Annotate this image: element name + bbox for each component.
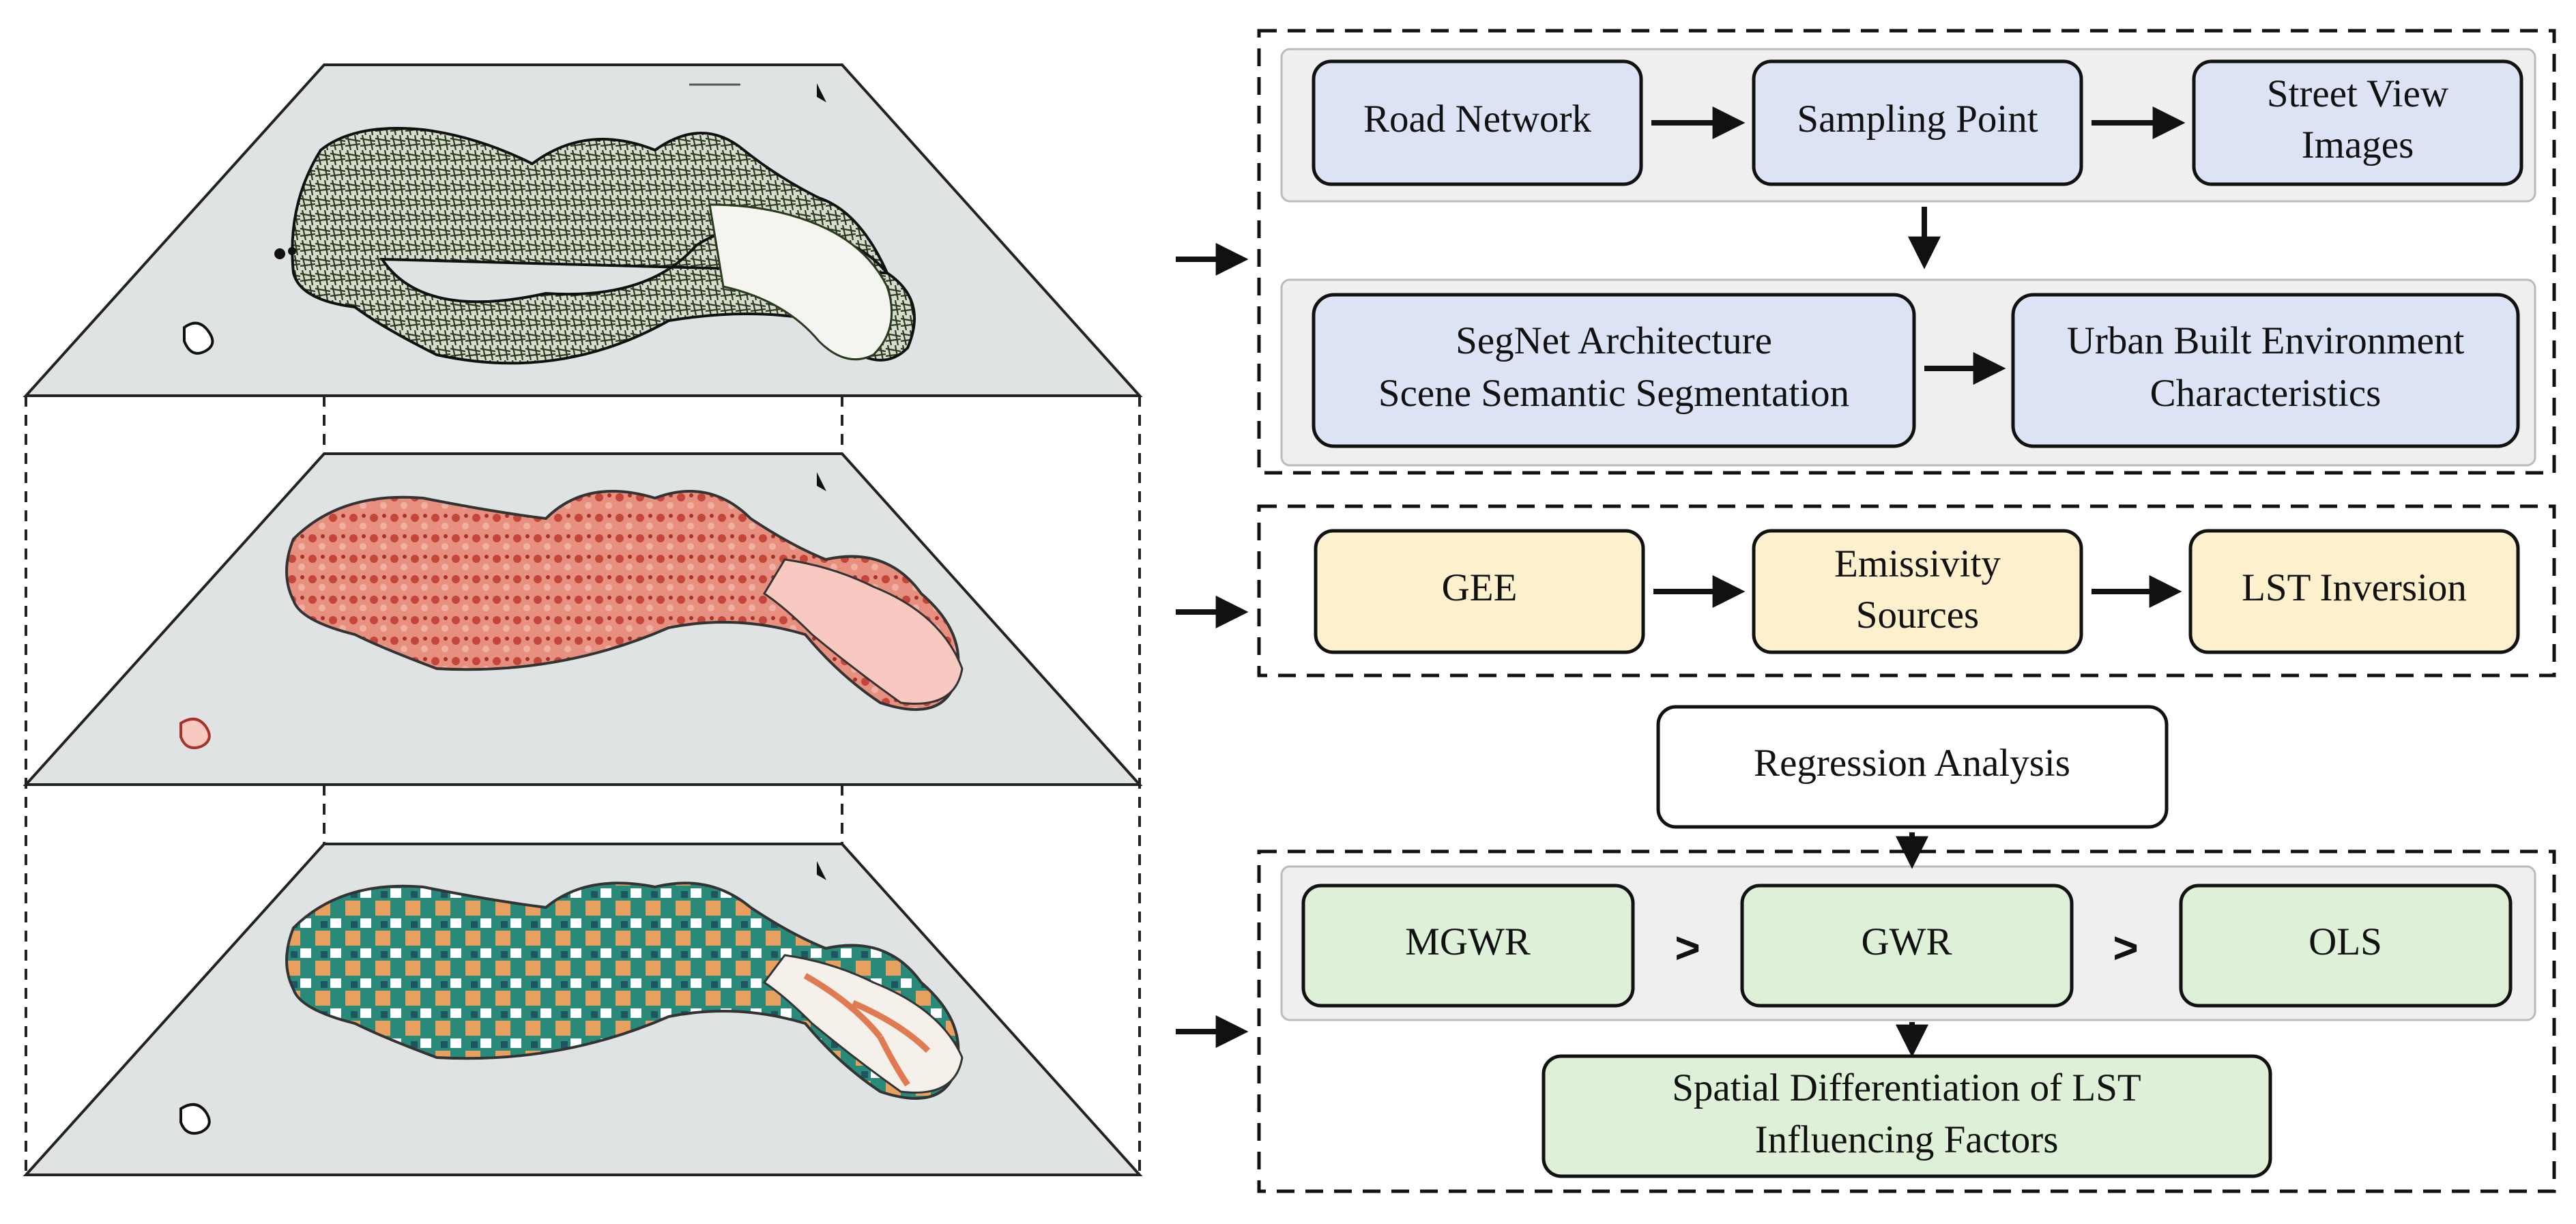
spatial-diff-label-2: Influencing Factors	[1755, 1118, 2059, 1161]
comparator-1: >	[1675, 923, 1700, 972]
mgwr-node: MGWR	[1301, 884, 1635, 1008]
svg-text:Sampling Point: Sampling Point	[1797, 98, 2038, 141]
svg-text:MGWR: MGWR	[1405, 920, 1531, 963]
svg-text:GWR: GWR	[1862, 920, 1952, 963]
sampling-point-node: Sampling Point	[1752, 59, 2083, 186]
road-network-node: Road Network	[1312, 59, 1643, 186]
street-view-label-1: Street View	[2267, 72, 2448, 115]
urban-env-label-1: Urban Built Environment	[2067, 319, 2465, 362]
segnet-label-2: Scene Semantic Segmentation	[1378, 372, 1849, 415]
lst-inversion-label: LST Inversion	[2242, 566, 2467, 609]
svg-text:>: >	[1675, 923, 1700, 972]
svg-text:GEE: GEE	[1442, 566, 1518, 609]
road-network-layer	[23, 63, 1143, 397]
gwr-label: GWR	[1862, 920, 1952, 963]
gwr-node: GWR	[1740, 884, 2074, 1008]
spatial-diff-label-1: Spatial Differentiation of LST	[1672, 1066, 2141, 1109]
segnet-label-1: SegNet Architecture	[1456, 319, 1772, 362]
lst-heat-layer	[23, 452, 1143, 786]
ols-label: OLS	[2309, 920, 2382, 963]
svg-text:Spatial Differentiation of LST: Spatial Differentiation of LST Influencin…	[1672, 1066, 2141, 1161]
cluster-layer	[23, 843, 1143, 1176]
svg-text:OLS: OLS	[2309, 920, 2382, 963]
street-view-label-2: Images	[2302, 123, 2414, 166]
comparator-2: >	[2113, 923, 2138, 972]
emissivity-label-2: Sources	[1856, 594, 1979, 637]
urban-env-label-2: Characteristics	[2150, 372, 2382, 415]
spatial-diff-node: Spatial Differentiation of LST Influencin…	[1542, 1054, 2272, 1178]
sampling-point-label: Sampling Point	[1797, 98, 2038, 141]
lst-group	[1257, 504, 2556, 677]
lst-inversion-node: LST Inversion	[2188, 529, 2520, 654]
emissivity-label-1: Emissivity	[1834, 542, 2001, 585]
gee-label: GEE	[1442, 566, 1518, 609]
gee-node: GEE	[1314, 529, 1645, 654]
ols-node: OLS	[2179, 884, 2513, 1008]
svg-text:Regression Analysis: Regression Analysis	[1754, 742, 2070, 785]
regression-node: Regression Analysis	[1656, 705, 2169, 829]
map-layers-stack	[23, 63, 1143, 1176]
svg-text:Road Network: Road Network	[1363, 98, 1592, 141]
mgwr-label: MGWR	[1405, 920, 1531, 963]
regression-label: Regression Analysis	[1754, 742, 2070, 785]
street-view-group	[1257, 29, 2556, 475]
road-network-label: Road Network	[1363, 98, 1592, 141]
svg-text:LST Inversion: LST Inversion	[2242, 566, 2467, 609]
svg-text:>: >	[2113, 923, 2138, 972]
